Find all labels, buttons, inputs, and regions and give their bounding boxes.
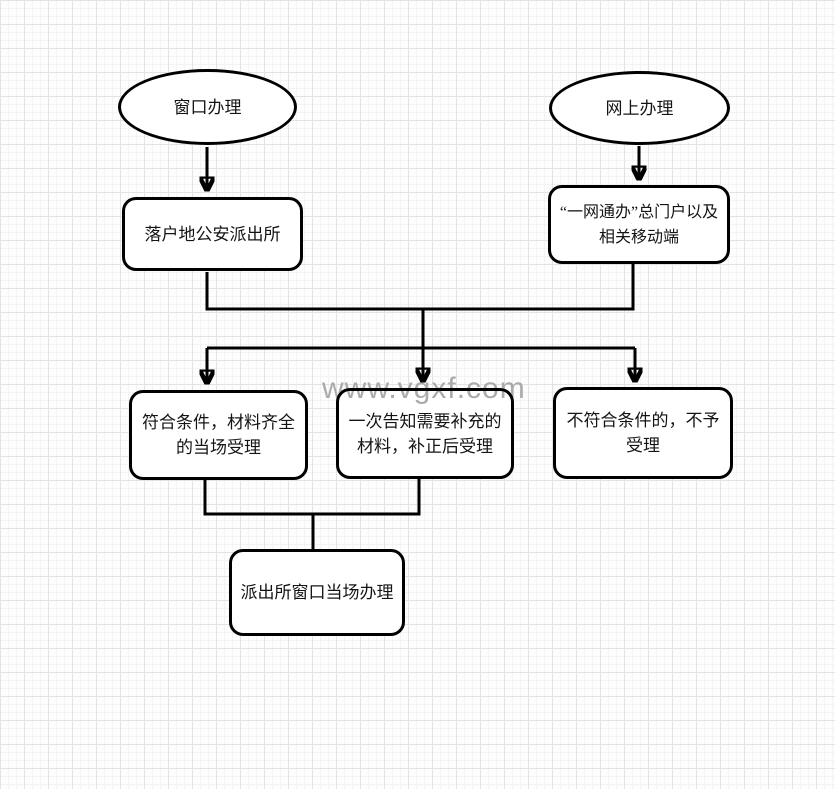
node-label: 派出所窗口当场办理 (240, 583, 394, 602)
node-label: 一次告知需要补充的材料，补正后受理 (348, 411, 502, 456)
node-label: 窗口办理 (173, 97, 242, 117)
node-supplement-materials: 一次告知需要补充的材料，补正后受理 (336, 388, 514, 479)
node-police-station: 落户地公安派出所 (122, 197, 303, 271)
node-qualified-accept: 符合条件，材料齐全的当场受理 (129, 390, 308, 480)
node-label: 符合条件，材料齐全的当场受理 (142, 413, 295, 457)
node-window-service-start: 窗口办理 (118, 69, 297, 145)
node-label: 不符合条件的，不予受理 (566, 411, 720, 455)
node-not-accepted: 不符合条件的，不予受理 (553, 387, 733, 479)
node-onsite-handling: 派出所窗口当场办理 (229, 549, 405, 636)
node-online-service-start: 网上办理 (549, 71, 730, 145)
node-label: “一网通办”总门户以及相关移动端 (559, 203, 719, 246)
node-label: 网上办理 (605, 98, 674, 118)
node-label: 落户地公安派出所 (144, 224, 281, 244)
edge-merge-bar-bottom (203, 479, 421, 516)
node-online-portal: “一网通办”总门户以及相关移动端 (548, 185, 730, 264)
